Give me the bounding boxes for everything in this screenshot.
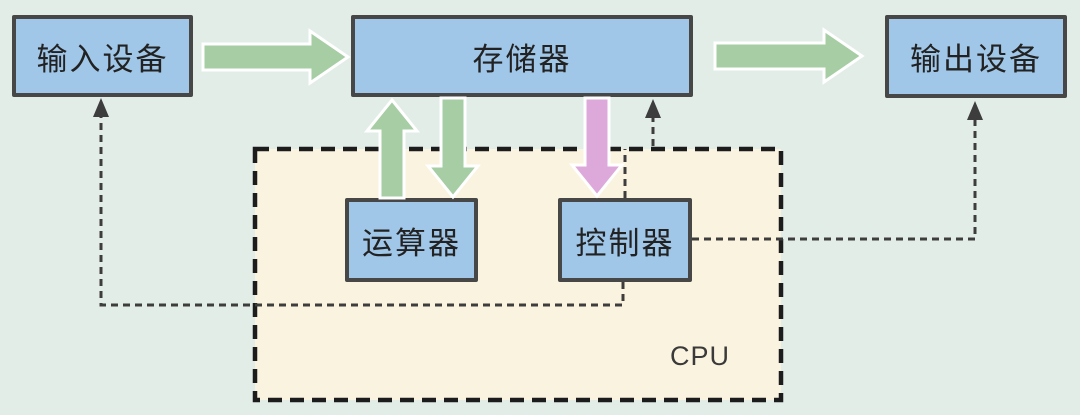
arrow-input-to-memory [201,28,351,86]
input-device-box: 输入设备 [12,15,193,97]
arrowhead-control-to-input [93,98,109,117]
cpu-label-text: CPU [669,340,730,371]
input-device-label: 输入设备 [36,41,169,77]
arrow-memory-to-control [568,96,626,199]
output-device-label: 输出设备 [910,42,1042,77]
dashed-control-to-output [692,120,977,241]
alu-box: 运算器 [345,198,478,282]
control-unit-label: 控制器 [575,225,675,261]
arrowhead-control-to-memory [645,99,661,118]
control-unit-box: 控制器 [558,198,692,282]
arrow-alu-to-memory [363,97,421,200]
cpu-region-label: CPU [650,338,750,374]
arrow-memory-to-output [713,27,865,85]
output-device-box: 输出设备 [885,15,1067,98]
alu-label: 运算器 [362,225,461,261]
memory-label: 存储器 [472,41,572,77]
arrow-memory-to-alu [424,96,482,200]
memory-box: 存储器 [351,15,693,97]
arrowhead-control-to-output [967,101,983,120]
